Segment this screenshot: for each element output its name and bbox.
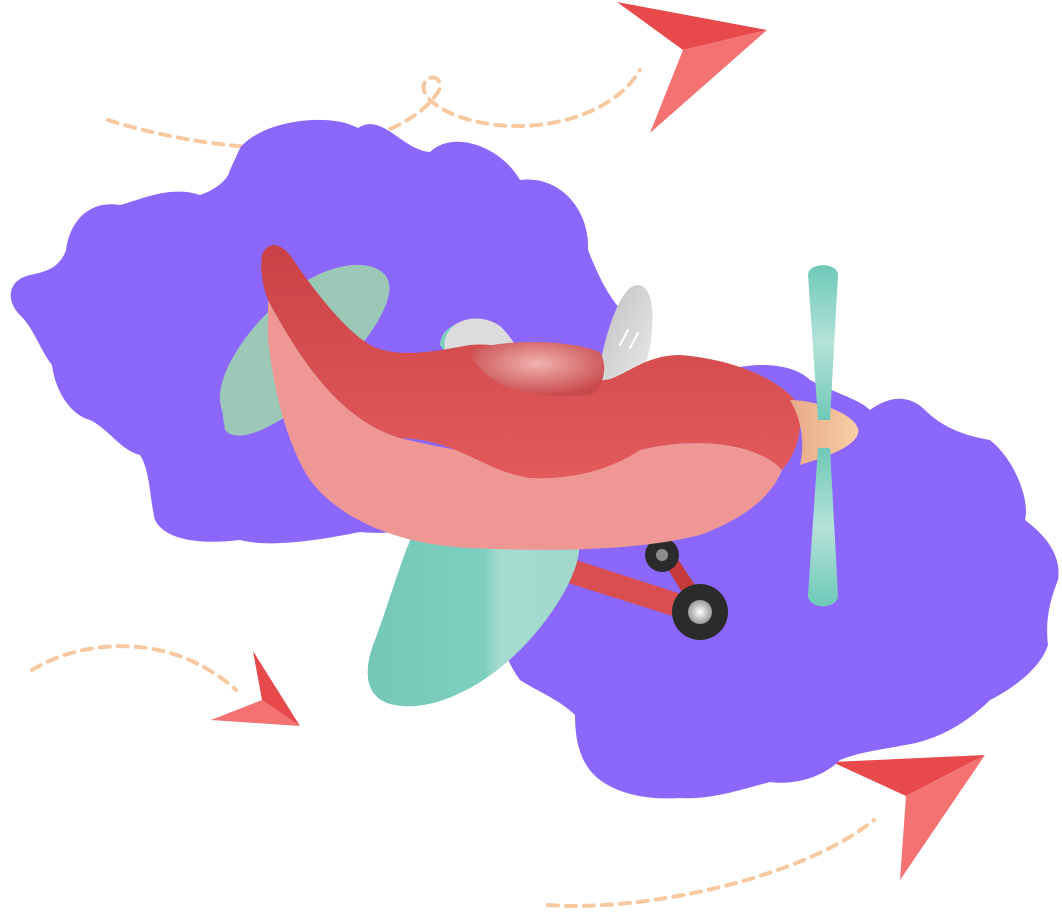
near-wing: [367, 517, 580, 707]
propeller: [808, 265, 838, 607]
cockpit: [470, 341, 605, 396]
nose-cone: [790, 400, 859, 465]
landing-gear: [552, 538, 728, 640]
paper-plane-top: [617, 2, 767, 133]
fuselage: [261, 245, 801, 550]
paper-plane-bottom-right: [832, 755, 985, 880]
paper-plane-bottom-left: [211, 651, 300, 726]
bottom-right-dashed-trail: [546, 818, 876, 908]
bottom-left-dashed-trail: [30, 644, 238, 692]
